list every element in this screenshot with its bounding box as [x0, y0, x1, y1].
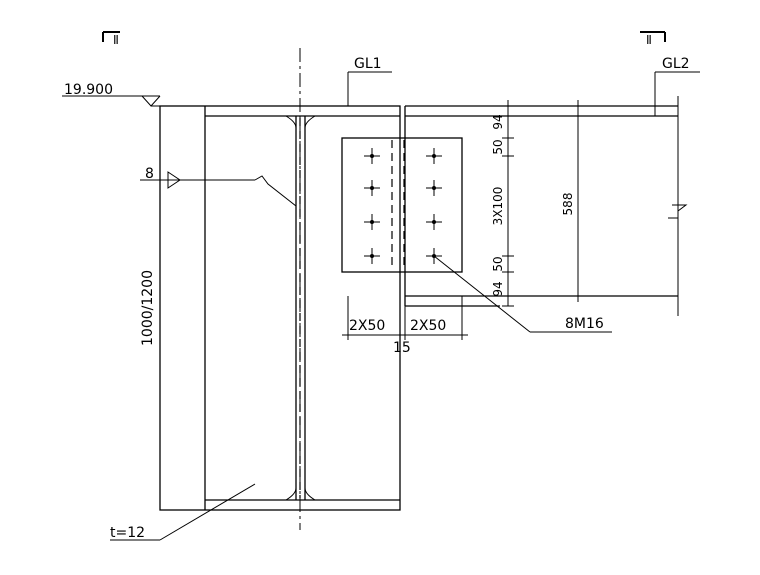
bolt [426, 180, 442, 196]
beam-depth-label: 588 [561, 193, 575, 216]
plate-leader: t=12 [110, 483, 256, 541]
gap-dim-label: 15 [393, 340, 411, 356]
dim-vertical-3: 50 [491, 256, 505, 271]
height-dim-label: 1000/1200 [140, 270, 156, 346]
bolt [364, 214, 380, 230]
horizontal-dimension-chain: 2X50 2X50 15 [342, 296, 468, 356]
section-mark-right-label: Ⅱ [646, 33, 652, 47]
vertical-dimension-chain: 94 50 3X100 50 94 [491, 100, 514, 307]
dim-vertical-2: 3X100 [491, 187, 505, 226]
bolt [364, 180, 380, 196]
section-marker-right: Ⅱ [640, 31, 666, 47]
section-mark-left-label: Ⅱ [113, 33, 119, 47]
elevation-mark: 19.900 [62, 82, 200, 107]
weld-symbol: 8 [140, 166, 297, 207]
height-dimension: 1000/1200 [140, 106, 161, 510]
dim-horizontal-0: 2X50 [349, 318, 385, 334]
bolt-label: 8M16 [565, 316, 604, 332]
dim-vertical-1: 50 [491, 139, 505, 154]
elevation-label: 19.900 [64, 82, 113, 98]
bolt-group [364, 148, 442, 264]
bolt [364, 248, 380, 264]
beam-right-label: GL2 [662, 56, 690, 72]
splice-plate [341, 137, 463, 273]
bolt [364, 148, 380, 164]
column-gl1 [159, 105, 401, 511]
weld-size-label: 8 [145, 166, 154, 182]
beam-left-label: GL1 [354, 56, 382, 72]
beam-depth-dimension: 588 [561, 100, 584, 302]
bolt [426, 214, 442, 230]
section-marker-left: Ⅱ [102, 31, 120, 47]
dim-vertical-4: 94 [491, 281, 505, 296]
dim-horizontal-1: 2X50 [410, 318, 446, 334]
gl1-leader: GL1 [347, 56, 392, 106]
plate-label: t=12 [110, 525, 145, 541]
gl2-leader: GL2 [654, 56, 700, 116]
beam-gl2 [404, 96, 688, 316]
dim-vertical-0: 94 [491, 114, 505, 129]
bolt-leader: 8M16 [433, 255, 612, 333]
bolt [426, 148, 442, 164]
